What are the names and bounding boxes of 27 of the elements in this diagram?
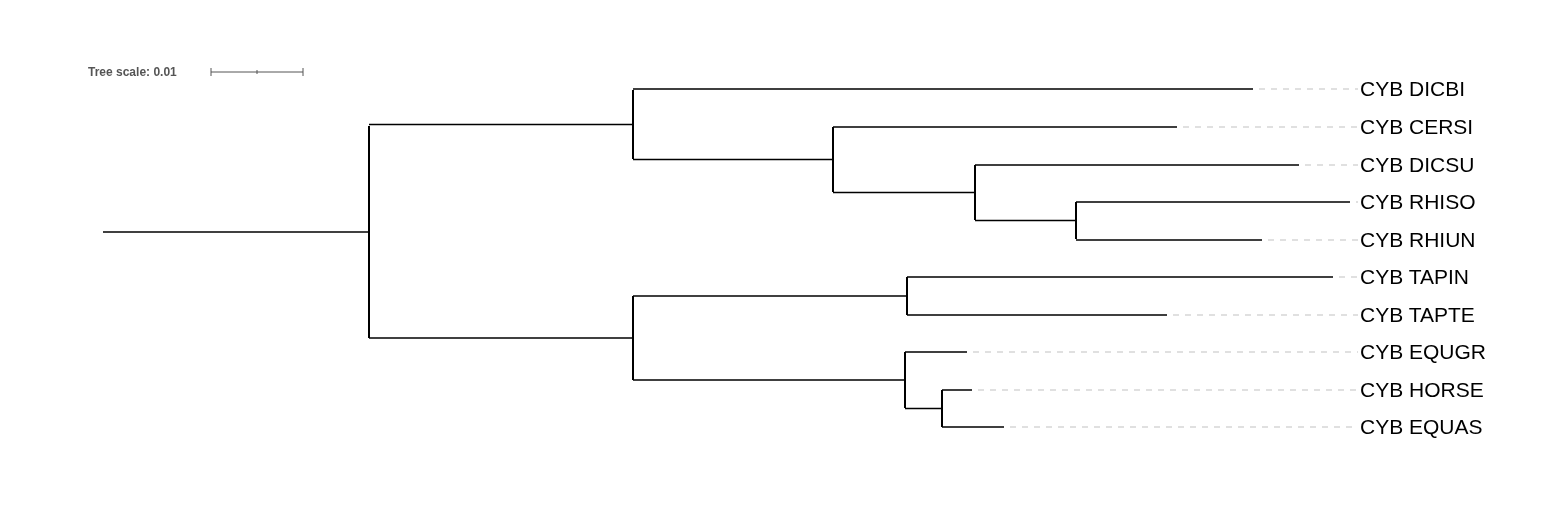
scale-label: Tree scale: 0.01 (88, 65, 177, 79)
taxon-label: CYB CERSI (1360, 115, 1474, 139)
taxon-label: CYB DICSU (1360, 153, 1475, 177)
tree-branch (832, 126, 1359, 128)
tree-branch (974, 164, 1359, 166)
tree-branch (632, 88, 1359, 90)
tree-branch (974, 219, 1077, 222)
tree-branch (102, 231, 370, 233)
tree-branch (904, 407, 943, 410)
taxon-label: CYB EQUGR (1360, 340, 1487, 364)
tree-branch (1075, 201, 1359, 203)
taxon-label: CYB RHISO (1360, 190, 1476, 214)
tree-branch (906, 314, 1359, 316)
tree-branch (632, 379, 906, 381)
taxon-label: CYB DICBI (1360, 77, 1466, 101)
tree-branch (1075, 239, 1359, 241)
taxon-label: CYB TAPTE (1360, 303, 1475, 327)
taxon-label: CYB EQUAS (1360, 415, 1483, 439)
taxon-label: CYB TAPIN (1360, 265, 1469, 289)
taxon-label: CYB HORSE (1360, 378, 1484, 402)
tree-branch (906, 276, 1359, 278)
taxon-label: CYB RHIUN (1360, 228, 1476, 252)
tree-branch (368, 123, 634, 126)
tree-branch (368, 337, 634, 339)
tree-branch (632, 295, 908, 297)
tree-branch (632, 158, 834, 161)
tree-branch (832, 191, 976, 194)
